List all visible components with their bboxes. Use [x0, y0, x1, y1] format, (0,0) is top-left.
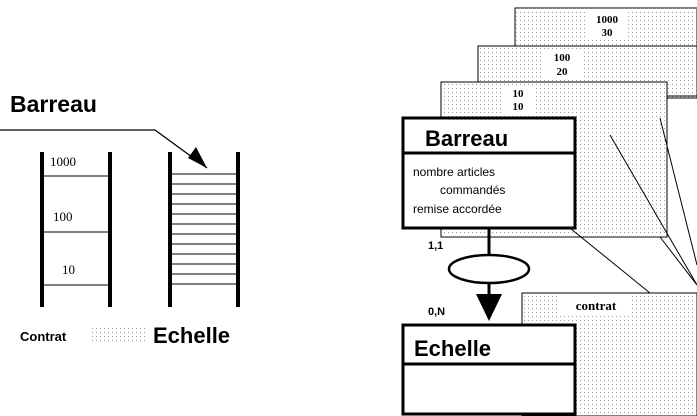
barreau-attr-2: commandés [440, 183, 505, 197]
barreau-attr-3: remise accordée [413, 202, 502, 216]
echelle-entity: Echelle [401, 323, 577, 416]
rung-label-100: 100 [53, 209, 73, 224]
barreau-entity: Barreau nombre articles commandés remise… [401, 116, 577, 230]
barreau-entity-title: Barreau [425, 126, 508, 151]
relationship-arrowhead [476, 294, 502, 321]
card-1000-line2: 30 [602, 27, 614, 39]
barreau-callout-label: Barreau [10, 91, 97, 117]
card-100-line1: 100 [554, 52, 571, 64]
cardinality-0-n: 0,N [428, 306, 445, 318]
contrat-pattern-swatch [92, 327, 147, 343]
card-10-line1: 10 [513, 88, 525, 100]
projection-lines [559, 117, 697, 294]
ladder-echelle [168, 152, 240, 307]
barreau-callout-line [0, 129, 208, 169]
card-100-line2: 20 [557, 66, 569, 78]
right-diagram: 1000 30 100 20 10 10 contrat [401, 7, 697, 416]
echelle-legend-label: Echelle [153, 323, 230, 348]
barreau-attr-1: nombre articles [413, 165, 495, 179]
ladder-contract: 1000 100 10 [40, 152, 112, 307]
card-1000-line1: 1000 [596, 14, 619, 26]
left-illustration: Barreau 1000 100 10 Contrat Echelle [0, 91, 240, 348]
card-10-line2: 10 [513, 101, 525, 113]
barreau-callout-arrowhead [188, 147, 207, 168]
relationship: 1,1 0,N [428, 228, 531, 321]
cardinality-1-1: 1,1 [428, 240, 443, 252]
relationship-ellipse [447, 253, 531, 285]
echelle-entity-title: Echelle [414, 336, 491, 361]
rung-label-1000: 1000 [50, 154, 76, 169]
rung-label-10: 10 [62, 262, 75, 277]
contrat-card-label: contrat [576, 298, 617, 313]
contrat-legend-label: Contrat [20, 329, 67, 344]
